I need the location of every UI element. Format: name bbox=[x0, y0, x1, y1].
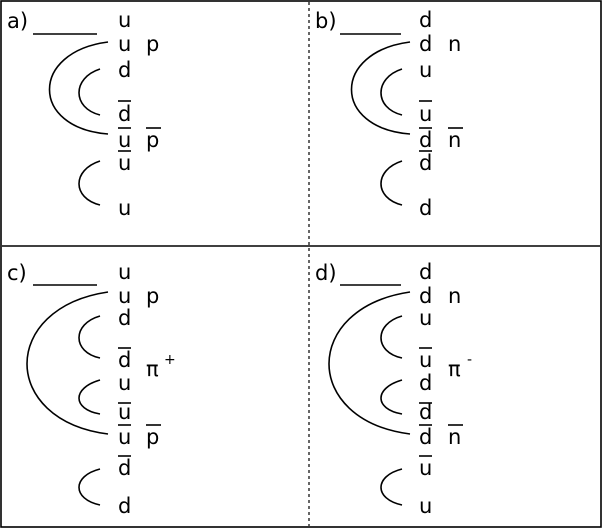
quark-7: d bbox=[419, 425, 432, 449]
quark-5: u bbox=[118, 128, 131, 152]
quark-3: u bbox=[419, 306, 432, 330]
panel-d: d) d d u u d d d u u n π - n bbox=[315, 260, 472, 518]
inner-arc bbox=[380, 68, 403, 116]
quark-4: u bbox=[419, 348, 432, 372]
hadron-label-bar: p bbox=[146, 425, 159, 449]
hadron-charge: + bbox=[164, 352, 176, 368]
quark-6: u bbox=[118, 151, 131, 175]
hadron-label: p bbox=[146, 284, 159, 308]
hadron-label: p bbox=[146, 32, 159, 56]
inner-arc bbox=[78, 68, 101, 116]
quark-8: u bbox=[419, 456, 432, 480]
outer-arc bbox=[328, 291, 411, 435]
quark-8: d bbox=[118, 456, 131, 480]
quark-5: d bbox=[419, 128, 432, 152]
hadron-label: π bbox=[146, 357, 159, 381]
quark-4: d bbox=[118, 102, 131, 126]
quark-2: u bbox=[118, 284, 131, 308]
hadron-label-bar: n bbox=[448, 128, 461, 152]
quark-4: u bbox=[419, 102, 432, 126]
hadron-label-bar: p bbox=[146, 128, 159, 152]
quark-1: u bbox=[118, 8, 131, 32]
outer-arc bbox=[48, 41, 109, 135]
quark-3: u bbox=[419, 58, 432, 82]
quark-2: d bbox=[419, 284, 432, 308]
outer-arc bbox=[350, 41, 411, 135]
quark-1: d bbox=[419, 260, 432, 284]
hadron-label: π bbox=[448, 357, 461, 381]
bottom-arc bbox=[380, 468, 403, 506]
quark-6: u bbox=[118, 400, 131, 424]
panel-label: d) bbox=[315, 261, 337, 285]
inner-arc bbox=[380, 315, 403, 359]
quark-7: u bbox=[118, 196, 131, 220]
quark-4: d bbox=[118, 348, 131, 372]
panel-label: c) bbox=[7, 261, 27, 285]
quark-column: u u d d u u u bbox=[118, 8, 131, 220]
inner-arc bbox=[78, 379, 101, 415]
panel-label: a) bbox=[7, 9, 28, 33]
inner-arc bbox=[380, 379, 403, 415]
quark-9: u bbox=[419, 494, 432, 518]
outer-arc bbox=[26, 291, 109, 435]
panel-a: a) u u d d u u u p p bbox=[7, 8, 161, 220]
quark-column: d d u u d d d u u bbox=[419, 260, 432, 518]
bottom-arc bbox=[380, 160, 403, 206]
quark-1: d bbox=[419, 8, 432, 32]
hadron-label: n bbox=[448, 284, 461, 308]
quark-2: u bbox=[118, 32, 131, 56]
quark-7: u bbox=[118, 425, 131, 449]
quark-2: d bbox=[419, 32, 432, 56]
quark-3: d bbox=[118, 306, 131, 330]
hadron-label: n bbox=[448, 32, 461, 56]
quark-9: d bbox=[118, 494, 131, 518]
quark-6: d bbox=[419, 151, 432, 175]
quark-6: d bbox=[419, 400, 432, 424]
quark-column: u u d d u u u d d bbox=[118, 260, 131, 518]
bottom-arc bbox=[78, 468, 101, 506]
quark-column: d d u u d d d bbox=[419, 8, 432, 220]
quark-1: u bbox=[118, 260, 131, 284]
quark-5: u bbox=[118, 371, 131, 395]
panel-c: c) u u d d u u u d d p π + p bbox=[7, 260, 176, 518]
panel-b: b) d d u u d d d n n bbox=[315, 8, 463, 220]
quark-5: d bbox=[419, 371, 432, 395]
panel-label: b) bbox=[315, 9, 337, 33]
quark-3: d bbox=[118, 58, 131, 82]
quark-7: d bbox=[419, 196, 432, 220]
inner-arc bbox=[78, 315, 101, 359]
hadron-charge: - bbox=[467, 352, 472, 368]
hadron-label-bar: n bbox=[448, 425, 461, 449]
bottom-arc bbox=[78, 160, 101, 206]
